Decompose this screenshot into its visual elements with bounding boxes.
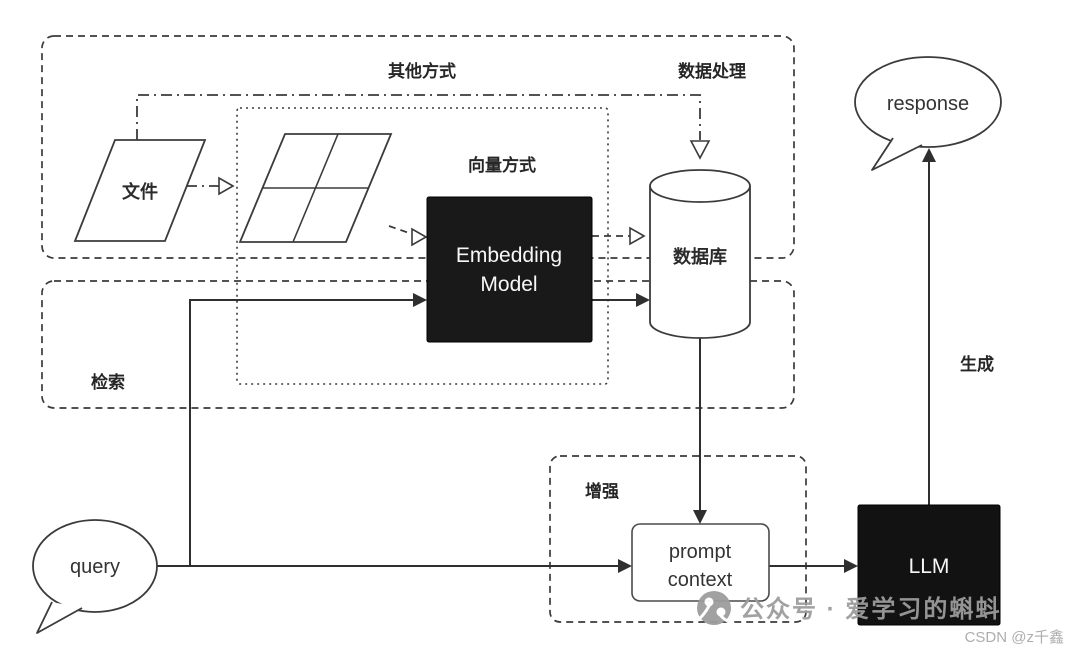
prompt-context-label-line2: context bbox=[668, 569, 733, 591]
chunk-grid-node bbox=[238, 133, 393, 243]
database-cylinder-body bbox=[649, 186, 751, 339]
response-node: response bbox=[854, 56, 1002, 171]
response-bubble-tail bbox=[871, 137, 923, 171]
arrowhead-query-to-prompt bbox=[618, 559, 632, 573]
embedding-model-label-line1: Embedding bbox=[456, 244, 562, 267]
arrowhead-database-to-prompt bbox=[693, 510, 707, 524]
file-node bbox=[73, 139, 207, 242]
llm-label: LLM bbox=[909, 555, 950, 578]
csdn-credit-text: CSDN @z千鑫 bbox=[965, 628, 1064, 646]
response-bubble bbox=[854, 56, 1002, 148]
tadpole-logo-tail1 bbox=[696, 604, 711, 622]
query-label: query bbox=[70, 556, 120, 578]
open-arrowhead-down-database bbox=[689, 140, 711, 160]
arrowhead-prompt-to-llm bbox=[844, 559, 858, 573]
prompt-context-label-line1: prompt bbox=[669, 541, 732, 563]
tadpole-logo-tail2 bbox=[719, 614, 733, 625]
file-label: 文件 bbox=[122, 181, 158, 202]
query-node: query bbox=[32, 519, 158, 634]
edge-file-to-database-route bbox=[136, 94, 701, 140]
other-method-label: 其他方式 bbox=[388, 61, 456, 81]
generation-label: 生成 bbox=[960, 354, 994, 374]
open-arrowhead-right-database bbox=[629, 226, 646, 246]
embedding-model-node bbox=[426, 196, 593, 343]
data-processing-label: 数据处理 bbox=[678, 61, 746, 81]
query-bubble bbox=[32, 519, 158, 613]
data-processing-container bbox=[41, 35, 795, 259]
edge-query-to-embedding bbox=[189, 299, 415, 566]
retrieval-container bbox=[41, 280, 795, 409]
database-node: 数据库 bbox=[649, 169, 751, 339]
open-arrowhead-right-embedding bbox=[411, 227, 428, 247]
tadpole-logo-dot2 bbox=[716, 607, 726, 617]
arrowhead-query-to-embedding bbox=[413, 293, 427, 307]
query-bubble-tail bbox=[36, 601, 83, 634]
vector-method-label: 向量方式 bbox=[468, 155, 536, 175]
vector-method-container bbox=[236, 107, 609, 385]
arrowhead-llm-to-response bbox=[922, 148, 936, 162]
brand-watermark-text: 公众号 · 爱学习的蝌蚪 bbox=[740, 595, 1001, 623]
open-arrowhead-right-grid bbox=[218, 176, 235, 196]
tadpole-logo-dot1 bbox=[704, 597, 714, 607]
arrowhead-embedding-to-database bbox=[636, 293, 650, 307]
embedding-model-label-line2: Model bbox=[480, 273, 537, 296]
database-cylinder-top bbox=[649, 169, 751, 203]
retrieval-label: 检索 bbox=[91, 372, 125, 392]
augmentation-label: 增强 bbox=[585, 481, 619, 501]
edge-grid-to-embedding bbox=[388, 225, 413, 235]
response-label: response bbox=[887, 93, 969, 115]
llm-node bbox=[857, 504, 1001, 626]
database-label: 数据库 bbox=[673, 246, 727, 267]
brand-watermark: 公众号 · 爱学习的蝌蚪 bbox=[696, 591, 1001, 625]
